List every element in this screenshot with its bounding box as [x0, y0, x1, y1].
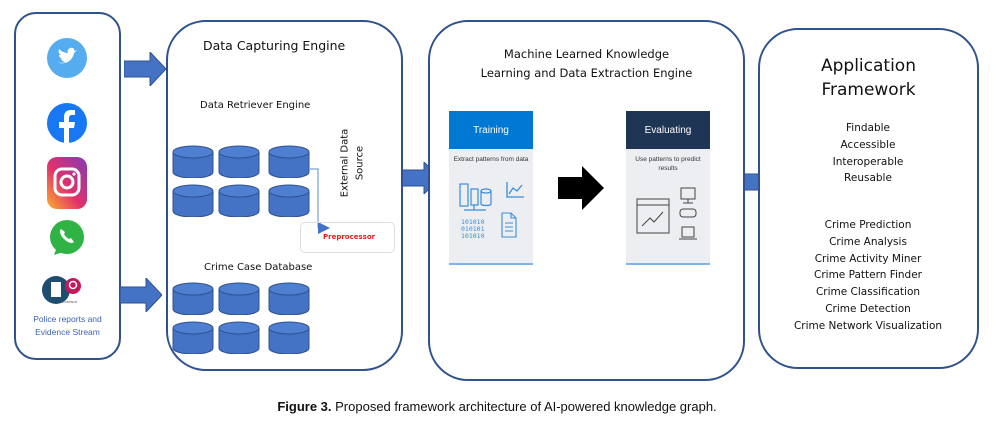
evaluating-text: Use patterns to predict results — [635, 156, 701, 172]
database-cylinder-icon — [218, 321, 260, 354]
principles-list: Findable Accessible Interoperable Reusab… — [758, 120, 978, 187]
app-title-line1: Application — [821, 56, 916, 76]
external-line2: Source — [354, 145, 366, 181]
database-server-icon — [459, 183, 492, 211]
evidence-tag: EVIDENCE — [62, 300, 78, 304]
police-label-line2: Evidence Stream — [35, 327, 100, 337]
ml-title-line1: Machine Learned Knowledge — [503, 47, 670, 61]
database-cylinder-icon — [218, 184, 260, 217]
document-icon — [501, 212, 517, 238]
preprocessor-box — [300, 222, 395, 253]
binary-row: 101010 — [461, 232, 485, 240]
figure-caption: Figure 3. Proposed framework architectur… — [0, 399, 994, 414]
devices-icon — [679, 187, 697, 240]
database-cylinder-icon — [268, 282, 310, 315]
feature-item: Crime Detection — [825, 302, 911, 315]
feature-item: Crime Prediction — [824, 219, 912, 231]
retriever-label: Data Retriever Engine — [200, 100, 311, 111]
evaluating-card: Evaluating Use patterns to predict resul… — [626, 111, 710, 265]
database-cylinder-icon — [172, 282, 214, 315]
database-cylinder-icon — [268, 321, 310, 354]
feature-item: Crime Classification — [815, 286, 921, 299]
training-header: Training — [449, 111, 533, 149]
feature-item: Crime Analysis — [829, 235, 907, 248]
caption-label: Figure 3. — [277, 399, 332, 414]
arrow-training-to-evaluating — [558, 166, 604, 210]
principle-item: Accessible — [840, 138, 896, 151]
twitter-icon — [47, 38, 87, 78]
police-report-icon — [42, 276, 81, 304]
database-cylinder-icon — [268, 184, 310, 217]
crime-db-label: Crime Case Database — [204, 262, 313, 273]
instagram-icon — [47, 157, 87, 209]
analytics-window-icon — [636, 198, 670, 234]
principle-item: Reusable — [844, 172, 892, 185]
caption-text: Proposed framework architecture of AI-po… — [331, 399, 717, 414]
police-label-line1: Police reports and — [33, 314, 102, 324]
external-line1: External Data — [339, 128, 351, 198]
app-title-line2: Framework — [821, 80, 916, 100]
database-cylinder-icon — [172, 184, 214, 217]
database-cylinder-icon — [218, 282, 260, 315]
facebook-icon — [47, 103, 87, 146]
database-cylinder-icon — [172, 145, 214, 178]
feature-item: Crime Network Visualization — [793, 319, 943, 332]
binary-row: 010101 — [461, 225, 485, 233]
ml-title-line2: Learning and Data Extraction Engine — [480, 66, 693, 80]
arrow-social-to-capture — [124, 52, 166, 86]
database-cylinder-icon — [268, 145, 310, 178]
principle-item: Findable — [846, 122, 890, 134]
connector-to-preprocessor — [310, 168, 330, 234]
arrow-police-to-capture — [120, 278, 162, 312]
line-chart-icon — [506, 182, 524, 198]
training-card: Training Extract patterns from data 1010… — [449, 111, 533, 265]
whatsapp-icon — [50, 220, 84, 255]
features-list: Crime Prediction Crime Analysis Crime Ac… — [758, 217, 978, 335]
database-cylinder-icon — [172, 321, 214, 354]
principle-item: Interoperable — [832, 155, 904, 168]
preprocessor-label: Preprocessor — [323, 233, 376, 241]
feature-item: Crime Pattern Finder — [814, 269, 922, 282]
feature-item: Crime Activity Miner — [814, 252, 922, 265]
evaluating-header: Evaluating — [626, 111, 710, 149]
database-cylinder-icon — [218, 145, 260, 178]
capture-title: Data Capturing Engine — [203, 38, 346, 53]
application-framework-panel — [758, 28, 979, 369]
training-text: Extract patterns from data — [453, 156, 529, 163]
binary-row: 101010 — [461, 218, 485, 226]
